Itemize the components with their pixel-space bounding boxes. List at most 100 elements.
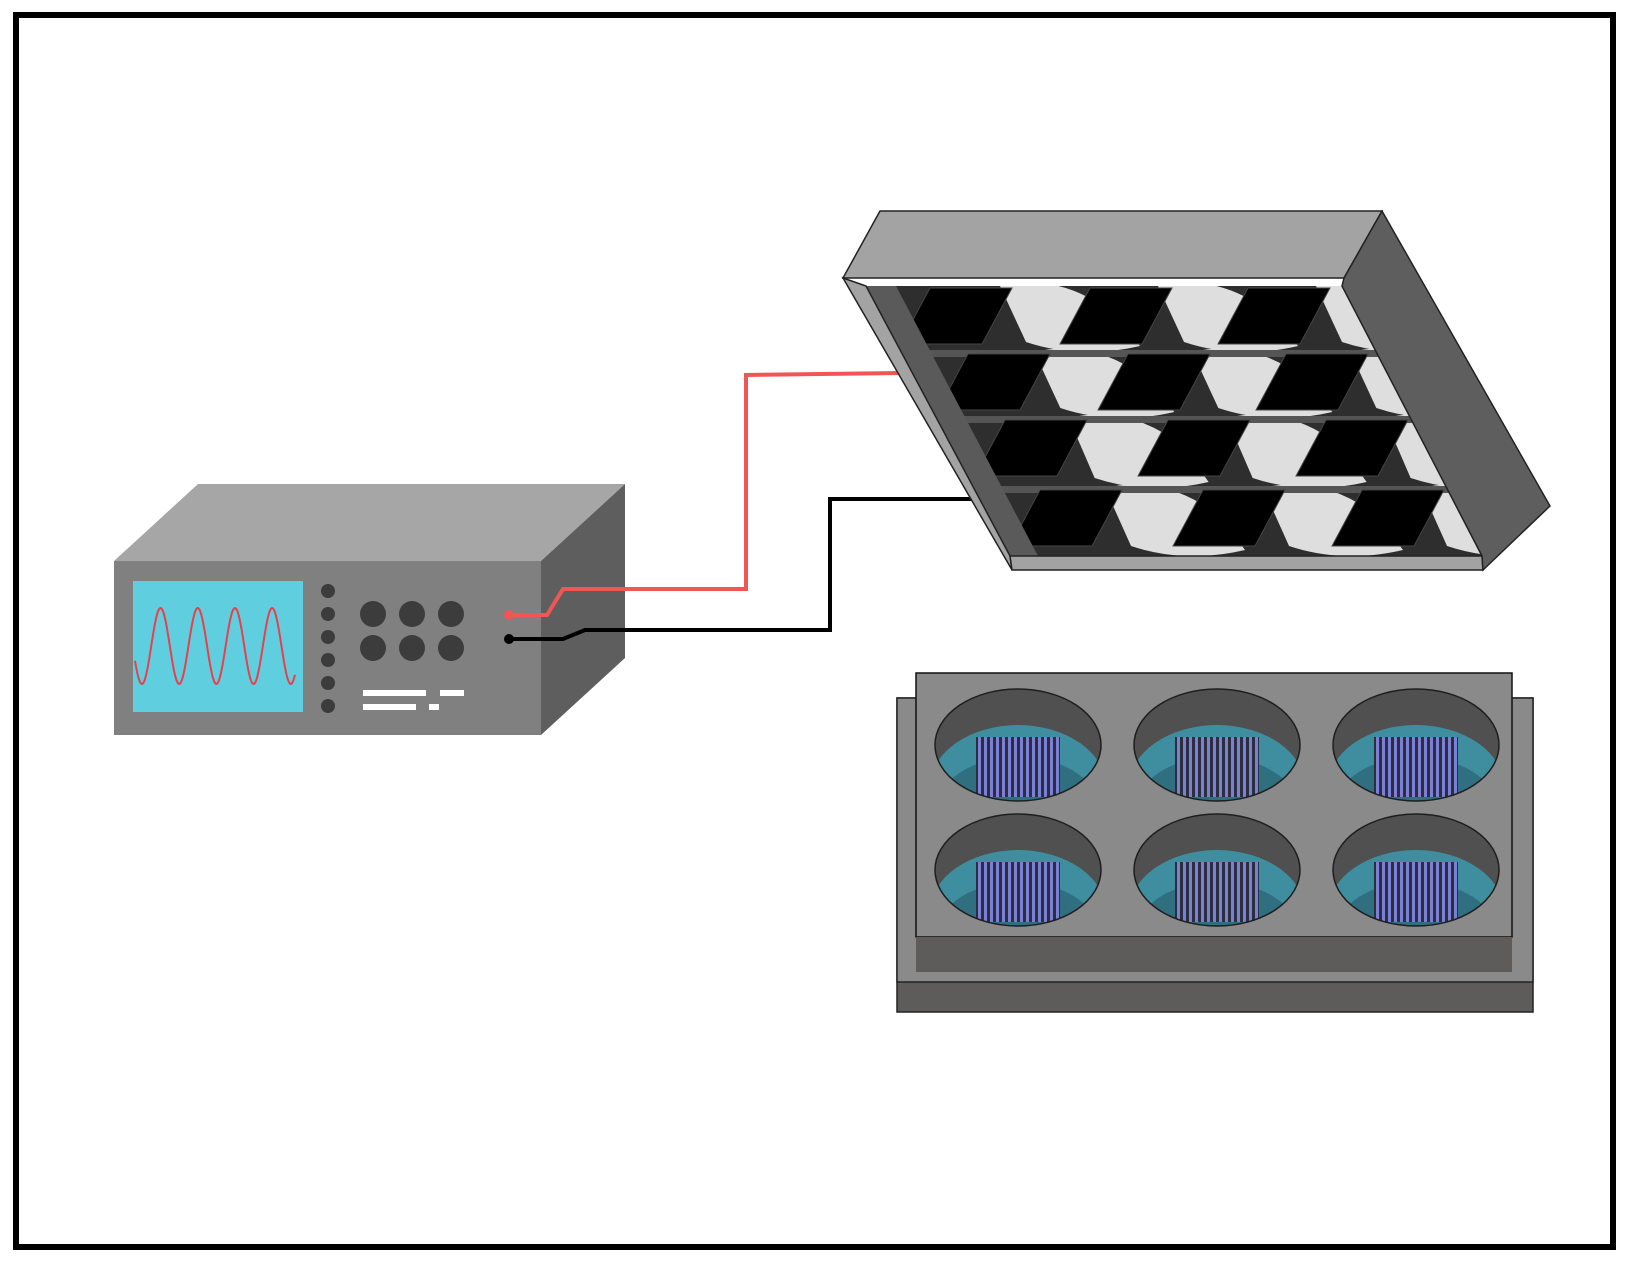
well [935,689,1101,801]
electrode-finger [1195,862,1198,922]
electrode-finger [1026,737,1029,797]
electrode-finger [1454,862,1457,922]
label-strip [440,690,464,696]
electrode-finger [1442,737,1445,797]
generator-button [321,699,335,713]
function-generator-icon [114,484,625,735]
well-rim [1332,813,1500,927]
electrode-finger [1213,737,1216,797]
electrode-array [1175,862,1259,922]
transducer-element [1097,353,1211,411]
electrode-finger [1243,862,1246,922]
electrode-finger [1406,737,1409,797]
generator-knob [360,601,386,627]
electrode-finger [1201,737,1204,797]
well-rim [934,688,1102,802]
electrode-finger [1038,737,1041,797]
electrode-finger [1430,737,1433,797]
generator-knob [438,601,464,627]
electrode-finger [1020,737,1023,797]
generator-button [321,584,335,598]
electrode-finger [1400,862,1403,922]
electrode-finger [996,737,999,797]
electrode-finger [1026,862,1029,922]
electrode-finger [1189,862,1192,922]
generator-button-column [321,584,335,713]
waveform-trace [134,606,296,686]
well-rim [1133,813,1301,927]
generator-button [321,676,335,690]
well-plate-icon [896,672,1534,1013]
diagram-frame [13,12,1616,1250]
generator-knob [399,635,425,661]
electrode-finger [1454,737,1457,797]
electrode-finger [1032,737,1035,797]
electrode-finger [1412,862,1415,922]
electrode-finger [1201,862,1204,922]
electrode-finger [1442,862,1445,922]
electrode-finger [1050,737,1053,797]
array-frame-side [1341,209,1551,572]
electrode-finger [1448,737,1451,797]
well [935,814,1101,926]
generator-side-face [541,484,625,735]
electrode-finger [978,862,981,922]
array-frame-bottom [1009,555,1484,571]
electrode-finger [1400,737,1403,797]
label-strip [363,690,426,696]
electrode-array [976,862,1060,922]
electrode-finger [1412,737,1415,797]
transducer-element [1172,489,1286,547]
electrode-array [1175,737,1259,797]
electrode-finger [1213,862,1216,922]
generator-knob-grid [360,601,464,661]
generator-knob [360,635,386,661]
electrode-finger [984,862,987,922]
electrode-finger [1056,737,1059,797]
electrode-finger [1249,737,1252,797]
electrode-finger [1014,862,1017,922]
electrode-finger [1056,862,1059,922]
plate-skirt [916,937,1512,972]
electrode-finger [1207,862,1210,922]
array-divider [866,486,1482,493]
generator-top-face [114,484,625,561]
electrode-array [1374,737,1458,797]
well [1134,814,1300,926]
electrode-finger [1376,737,1379,797]
electrode-finger [1189,737,1192,797]
electrode-finger [1255,737,1258,797]
electrode-array [1374,862,1458,922]
electrode-finger [1237,737,1240,797]
electrode-finger [1231,737,1234,797]
electrode-finger [1225,862,1228,922]
transducer-element [1295,419,1409,477]
well [1333,814,1499,926]
electrode-finger [1418,862,1421,922]
electrode-finger [1448,862,1451,922]
plate-wells [934,688,1500,927]
electrode-finger [1436,737,1439,797]
generator-display [133,581,303,712]
electrode-array [976,737,1060,797]
electrode-finger [1032,862,1035,922]
array-inner-left-wall [866,286,1038,556]
electrode-finger [1394,737,1397,797]
generator-button [321,653,335,667]
electrode-finger [1225,737,1228,797]
electrode-finger [1044,862,1047,922]
electrode-finger [1219,862,1222,922]
electrode-finger [1430,862,1433,922]
label-strip [363,704,416,710]
electrode-finger [1388,862,1391,922]
electrode-finger [1177,737,1180,797]
electrode-finger [1231,862,1234,922]
generator-button [321,607,335,621]
electrode-finger [1255,862,1258,922]
electrode-finger [1237,862,1240,922]
electrode-finger [1382,737,1385,797]
electrode-finger [1044,737,1047,797]
electrode-finger [1388,737,1391,797]
transducer-element [1331,489,1445,547]
